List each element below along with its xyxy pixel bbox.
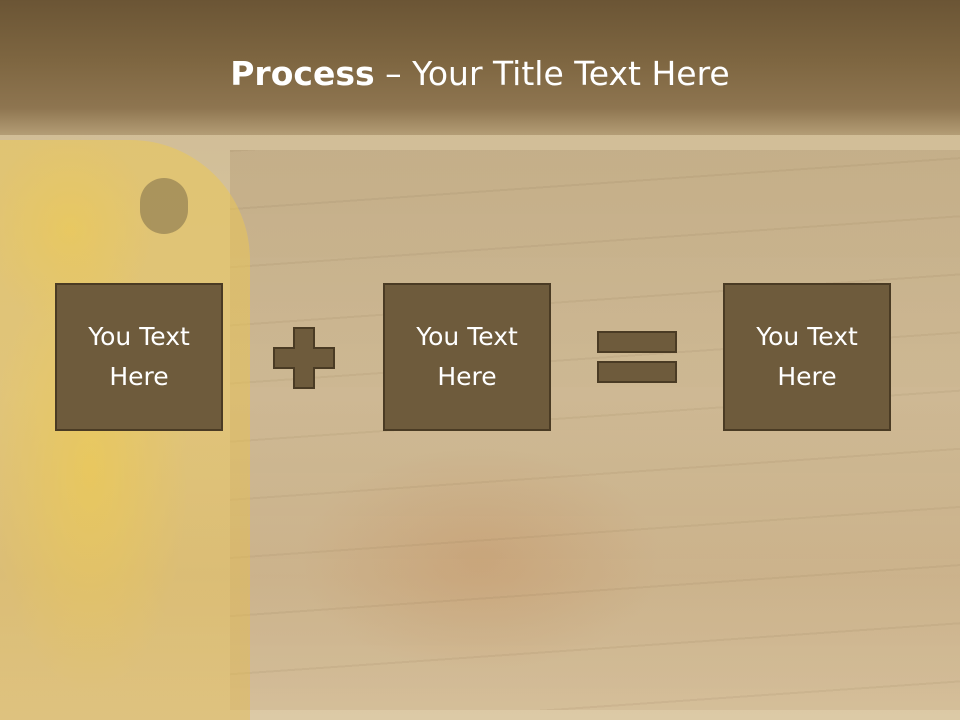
process-box-1[interactable]: You Text Here	[55, 283, 223, 431]
slide-title[interactable]: Process – Your Title Text Here	[0, 52, 960, 96]
background-respirator	[140, 178, 188, 234]
process-box-3[interactable]: You Text Here	[723, 283, 891, 431]
process-box-2[interactable]: You Text Here	[383, 283, 551, 431]
plus-icon	[273, 327, 335, 389]
equals-icon	[597, 331, 677, 383]
process-box-label: You Text Here	[756, 322, 858, 391]
title-rest: – Your Title Text Here	[374, 54, 730, 93]
title-bold: Process	[230, 54, 375, 93]
process-box-label: You Text Here	[416, 322, 518, 391]
title-band	[0, 0, 960, 135]
process-box-label: You Text Here	[88, 322, 190, 391]
